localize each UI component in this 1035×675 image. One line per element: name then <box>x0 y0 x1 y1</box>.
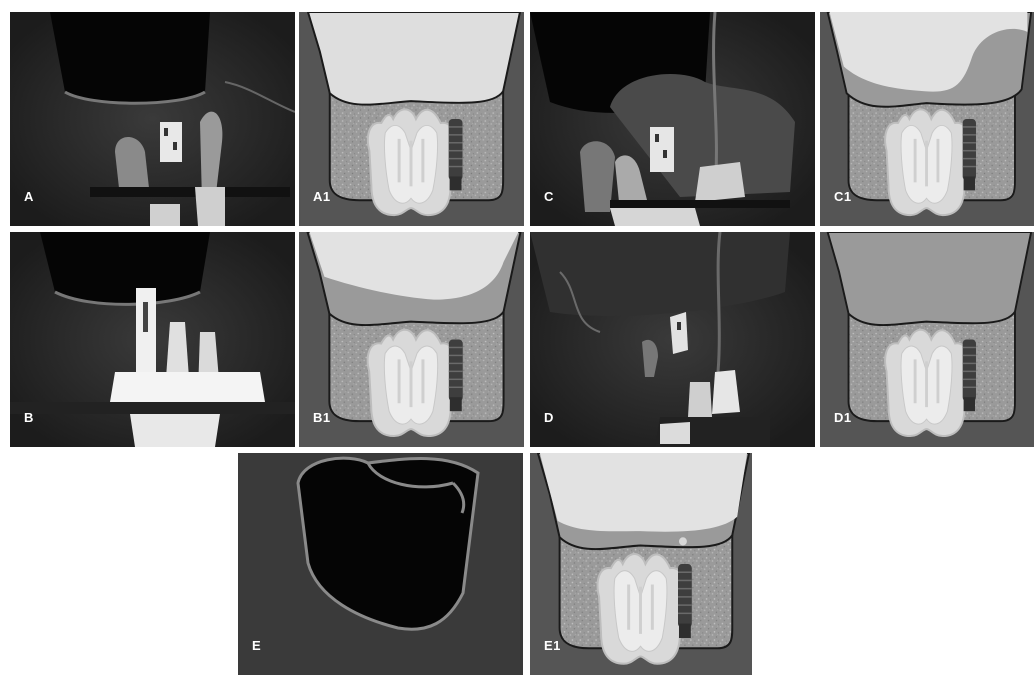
sinus-schematic-d1 <box>820 232 1034 447</box>
sinus-schematic-c1 <box>820 12 1034 226</box>
ct-scan-e-image <box>238 453 523 675</box>
panel-label: E <box>252 638 261 653</box>
ct-scan-d-image <box>530 232 815 447</box>
sinus-schematic-a1 <box>299 12 524 226</box>
panel-label: B <box>24 410 34 425</box>
ct-scan-c-image <box>530 12 815 226</box>
ct-scan-panel-d: D <box>530 232 815 447</box>
ct-scan-a-image <box>10 12 295 226</box>
panel-label: B1 <box>313 410 331 425</box>
panel-label: D1 <box>834 410 852 425</box>
ct-scan-panel-b: B <box>10 232 295 447</box>
schematic-panel-c1: C1 <box>820 12 1034 226</box>
schematic-panel-b1: B1 <box>299 232 524 447</box>
panel-label: D <box>544 410 554 425</box>
schematic-panel-d1: D1 <box>820 232 1034 447</box>
schematic-panel-e1: E1 <box>530 453 752 675</box>
sinus-schematic-e1 <box>530 453 752 675</box>
panel-label: C <box>544 189 554 204</box>
ct-scan-panel-e: E <box>238 453 523 675</box>
panel-label: C1 <box>834 189 852 204</box>
ct-scan-panel-a: A <box>10 12 295 226</box>
panel-label: A1 <box>313 189 331 204</box>
panel-label: A <box>24 189 34 204</box>
ct-scan-b-image <box>10 232 295 447</box>
ct-scan-panel-c: C <box>530 12 815 226</box>
schematic-panel-a1: A1 <box>299 12 524 226</box>
sinus-schematic-b1 <box>299 232 524 447</box>
panel-label: E1 <box>544 638 561 653</box>
